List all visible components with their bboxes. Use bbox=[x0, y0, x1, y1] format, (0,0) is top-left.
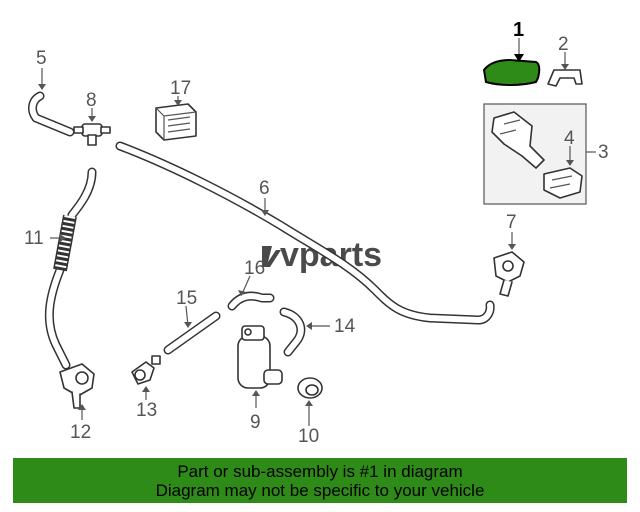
callout-1[interactable]: 1 bbox=[513, 19, 524, 41]
callout-8[interactable]: 8 bbox=[86, 90, 97, 111]
callout-10[interactable]: 10 bbox=[298, 426, 319, 447]
callout-16[interactable]: 16 bbox=[244, 258, 265, 279]
callout-6[interactable]: 6 bbox=[259, 178, 270, 199]
leader-lines bbox=[38, 38, 596, 426]
callout-4[interactable]: 4 bbox=[564, 128, 575, 149]
callout-11[interactable]: 11 bbox=[24, 228, 44, 249]
callout-12[interactable]: 12 bbox=[70, 422, 91, 443]
callout-14[interactable]: 14 bbox=[334, 316, 356, 337]
part-16-hose[interactable] bbox=[227, 291, 275, 311]
callout-5[interactable]: 5 bbox=[36, 48, 47, 69]
part-8-tee-connector[interactable] bbox=[73, 123, 111, 146]
callout-17[interactable]: 17 bbox=[170, 78, 191, 99]
part-2-clip[interactable] bbox=[547, 69, 583, 87]
part-3-nozzle-actuator[interactable] bbox=[491, 111, 545, 169]
part-17-module[interactable] bbox=[155, 103, 197, 141]
banner-line-2: Diagram may not be specific to your vehi… bbox=[155, 481, 485, 500]
part-9-washer-pump[interactable] bbox=[237, 325, 283, 389]
callout-13[interactable]: 13 bbox=[136, 400, 157, 421]
part-13-fitting[interactable] bbox=[131, 355, 161, 385]
part-5-hose[interactable] bbox=[28, 91, 75, 137]
part-12-connector[interactable] bbox=[59, 363, 95, 409]
part-10-grommet[interactable] bbox=[297, 377, 323, 399]
part-15-hose[interactable] bbox=[163, 311, 221, 355]
callout-3[interactable]: 3 bbox=[598, 142, 609, 163]
banner-line-1: Part or sub-assembly is #1 in diagram bbox=[177, 462, 463, 481]
info-banner: Part or sub-assembly is #1 in diagram Di… bbox=[13, 458, 627, 503]
callout-2[interactable]: 2 bbox=[558, 34, 569, 55]
callout-9[interactable]: 9 bbox=[250, 412, 261, 433]
part-14-hose[interactable] bbox=[279, 307, 306, 357]
part-1-washer-cover[interactable] bbox=[482, 58, 541, 86]
part-4-nozzle-head[interactable] bbox=[543, 167, 583, 199]
part-7-nozzle[interactable] bbox=[493, 251, 525, 297]
callout-15[interactable]: 15 bbox=[176, 288, 197, 309]
callout-7[interactable]: 7 bbox=[506, 212, 517, 233]
part-6-hose[interactable] bbox=[115, 141, 495, 325]
part-11-corrugated-hose[interactable] bbox=[44, 167, 97, 370]
callouts: 1 2 3 4 5 6 7 8 9 10 11 12 13 14 15 16 1… bbox=[24, 19, 609, 447]
